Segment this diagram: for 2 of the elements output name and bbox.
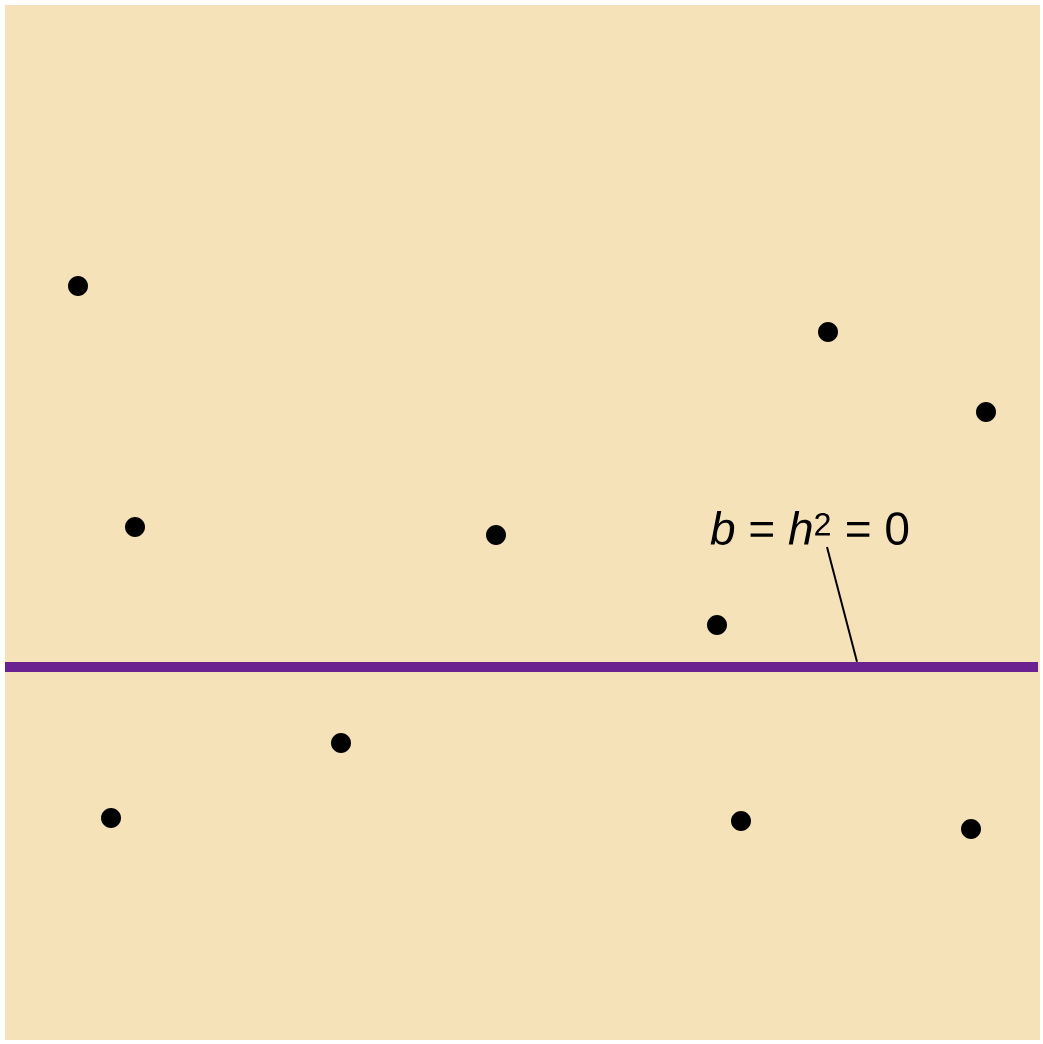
leader-line — [826, 546, 858, 663]
formula-label: b = h$^{2}$ = 0 — [710, 511, 909, 545]
